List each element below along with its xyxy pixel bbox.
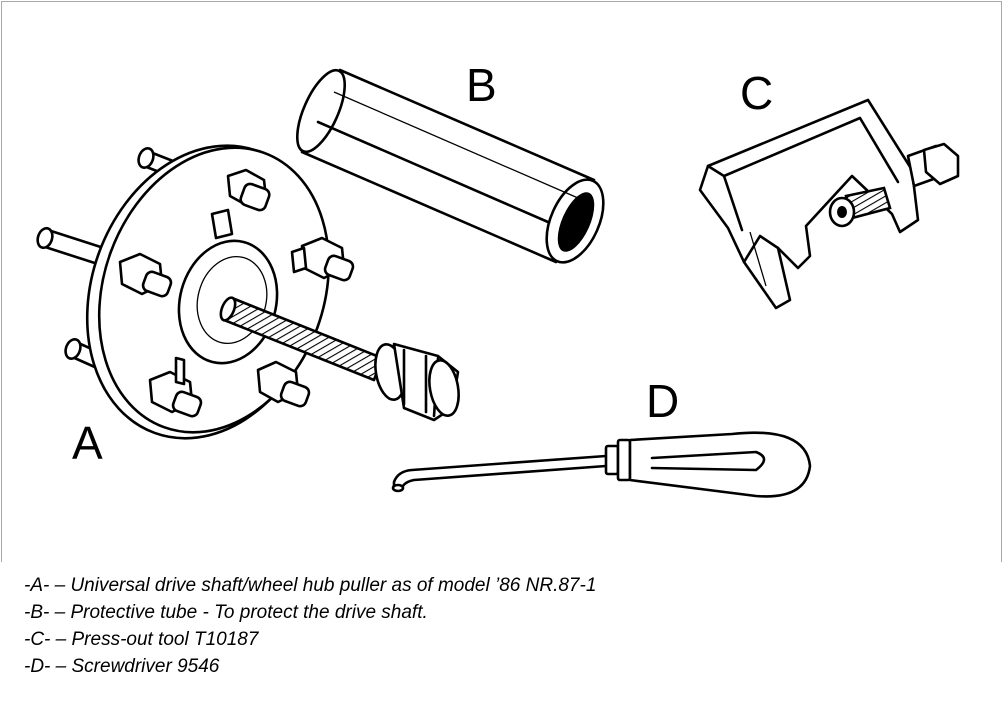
figure-frame <box>1 1 1002 562</box>
puller-spindle-head <box>374 342 460 422</box>
tools-illustration: A B C D <box>1 1 1002 562</box>
legend-item-d: -D- – Screwdriver 9546 <box>24 656 220 677</box>
protective-tube-drawing <box>296 68 605 264</box>
tools-drawing: A B C D <box>36 59 960 498</box>
label-b: B <box>466 59 497 111</box>
label-c: C <box>740 67 773 119</box>
puller-stud <box>36 226 112 268</box>
label-a: A <box>72 417 103 469</box>
press-out-tool-drawing <box>698 98 960 310</box>
label-d: D <box>646 375 679 427</box>
press-out-spindle <box>828 186 892 228</box>
screwdriver-ferrule <box>604 444 620 476</box>
legend-item-a: -A- – Universal drive shaft/wheel hub pu… <box>24 575 597 596</box>
puller-nut <box>226 168 271 212</box>
screwdriver-handle <box>628 431 812 498</box>
press-out-top-screw <box>906 142 960 188</box>
screwdriver-drawing <box>391 431 812 498</box>
puller-nut <box>300 236 355 282</box>
legend-item-c: -C- – Press-out tool T10187 <box>24 629 259 650</box>
hub-puller-drawing <box>36 144 460 440</box>
legend: -A- – Universal drive shaft/wheel hub pu… <box>24 572 984 680</box>
puller-nut <box>256 360 311 408</box>
puller-spindle <box>219 296 384 382</box>
legend-item-b: -B- – Protective tube - To protect the d… <box>24 602 428 623</box>
puller-nut <box>118 252 173 298</box>
puller-nut <box>148 356 203 418</box>
